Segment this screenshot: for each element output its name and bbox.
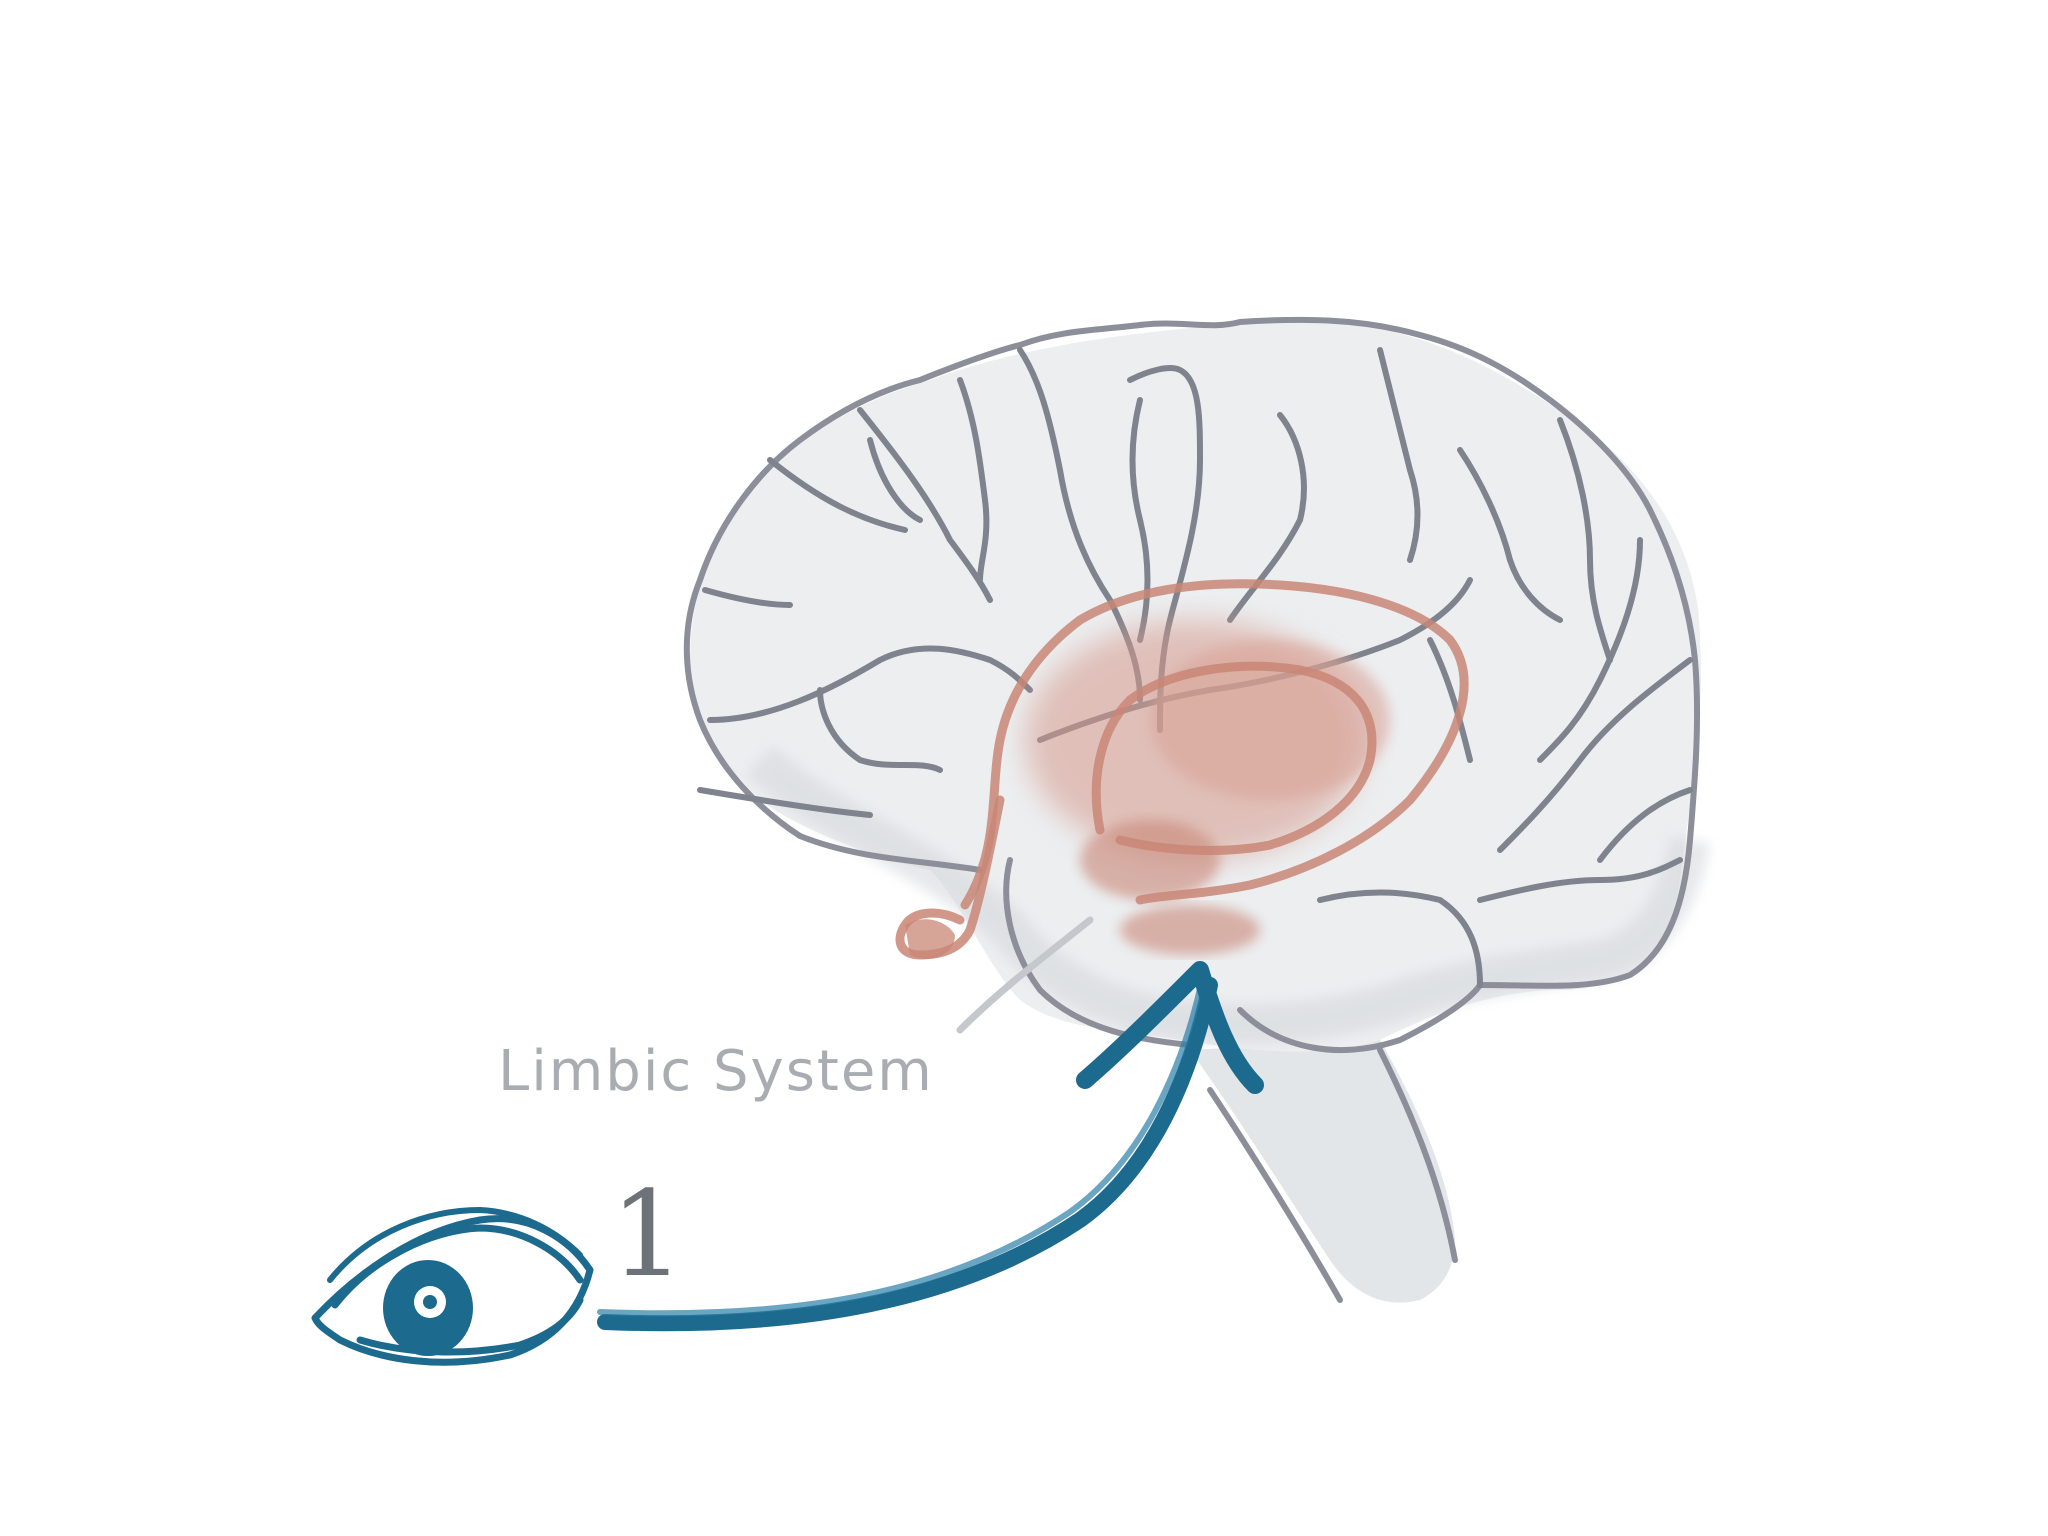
label-pointer [956, 916, 1094, 1034]
curved-arrow [597, 961, 1264, 1332]
eye-icon [311, 1206, 594, 1366]
brainstem [1190, 1040, 1455, 1303]
limbic-system-label: Limbic System [498, 1039, 934, 1104]
limbic-system [895, 579, 1469, 960]
limbic-outer-loop [960, 579, 1469, 910]
step-number-label: 1 [610, 1165, 685, 1303]
limbic-inner-loop [1091, 661, 1377, 855]
brain-outline [683, 316, 1701, 989]
arrow-head [1076, 961, 1264, 1094]
brain-folds [697, 347, 1693, 988]
